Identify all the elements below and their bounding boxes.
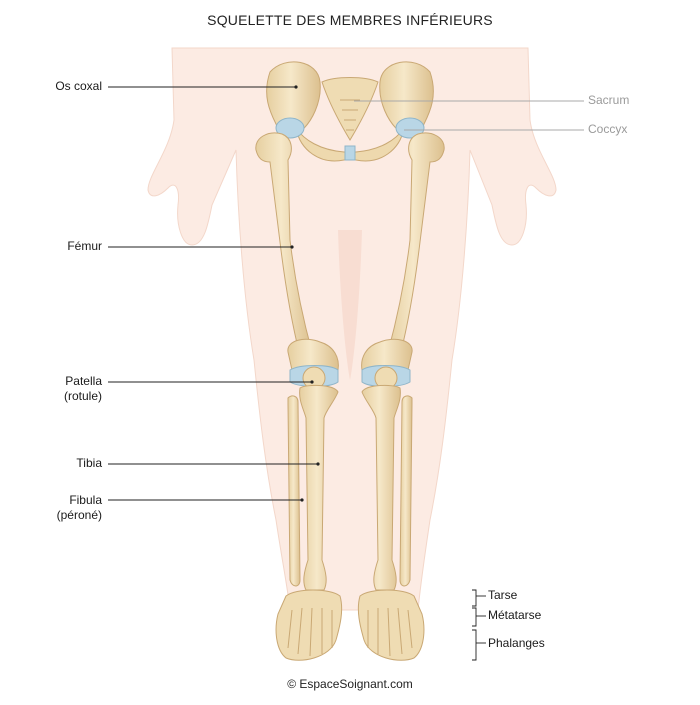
inner-thigh-shadow [338,230,362,380]
lower-leg-bones [287,384,413,591]
left-hip-cartilage [275,117,305,139]
label-patella-alt: (rotule) [63,389,102,403]
label-sacrum: Sacrum [588,93,630,107]
label-femur: Fémur [67,239,102,253]
copyright-credit: © EspaceSoignant.com [287,677,413,691]
right-hip-cartilage [395,117,425,139]
label-patella: Patella [65,374,102,388]
leader-lines-right [354,100,584,131]
label-metatarse: Métatarse [488,608,542,622]
label-coccyx: Coccyx [588,122,628,136]
leader-dots [290,85,320,502]
leader-lines-left [108,86,318,501]
label-tibia: Tibia [76,456,102,470]
foot-brackets [472,589,486,661]
label-fibula-alt: (péroné) [56,508,102,522]
label-phalanges: Phalanges [488,636,545,650]
diagram-title: SQUELETTE DES MEMBRES INFÉRIEURS [207,12,493,28]
label-tarse: Tarse [488,588,518,602]
label-fibula: Fibula [69,493,102,507]
feet [275,589,425,661]
label-os-coxal: Os coxal [55,79,102,93]
